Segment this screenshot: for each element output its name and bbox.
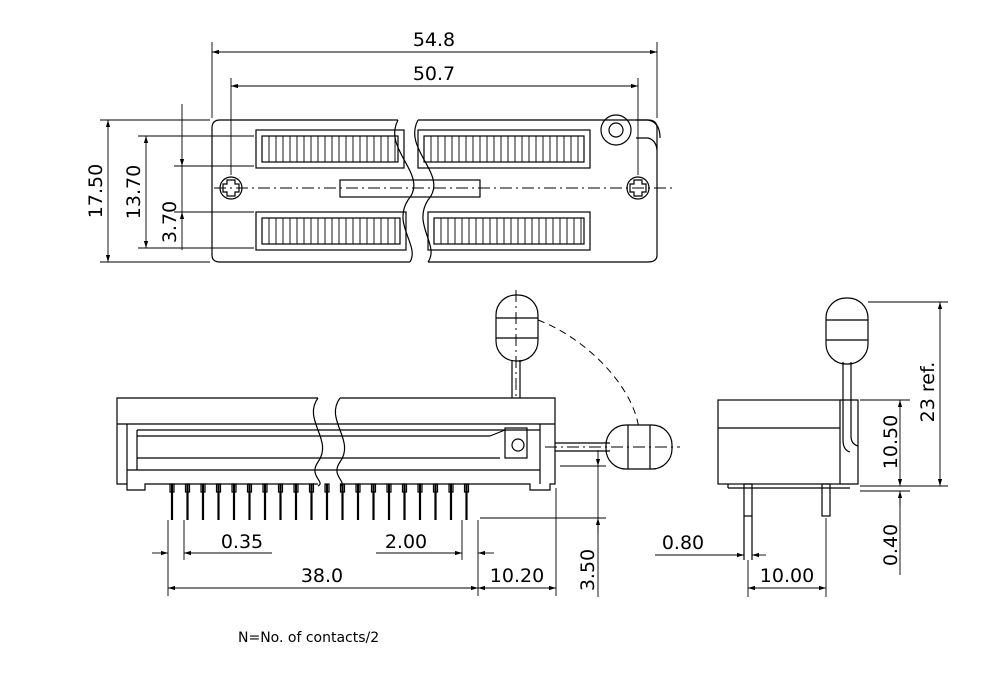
dim-row-inner: 3.70 <box>159 201 181 243</box>
contact-row-bottom <box>255 211 591 251</box>
screw-icon-right <box>626 176 650 200</box>
dim-lead-height: 3.50 <box>577 549 599 591</box>
dim-hole-spacing: 50.7 <box>413 63 455 85</box>
dim-lever-height: 23 ref. <box>917 362 939 423</box>
top-view: 54.8 50.7 17.50 13.70 3.70 <box>85 29 676 263</box>
dim-end-offset: 10.20 <box>490 565 544 587</box>
side-view: 23 ref. 10.50 0.40 0.80 10.00 <box>655 297 948 597</box>
lever-knob-up <box>495 294 539 362</box>
dim-overall-width: 17.50 <box>85 164 107 218</box>
dim-row-outer: 13.70 <box>123 165 145 219</box>
front-view: 3.50 0.35 2.00 38.0 10.20 <box>116 290 680 597</box>
lever-knob-circle <box>600 114 632 146</box>
screw-icon-left <box>219 176 243 200</box>
dim-body-height: 10.50 <box>880 415 902 469</box>
lead-row <box>169 483 470 520</box>
dim-row-spacing: 10.00 <box>760 565 814 587</box>
contact-row-top <box>255 129 591 169</box>
dim-row-length: 38.0 <box>301 565 343 587</box>
dim-lead-thickness: 0.80 <box>662 532 704 554</box>
contacts-note: N=No. of contacts/2 <box>238 630 379 646</box>
lever-knob-side-view <box>825 297 869 365</box>
dim-pitch: 2.00 <box>385 531 427 553</box>
dim-standoff: 0.40 <box>880 524 902 566</box>
dim-lead-width: 0.35 <box>221 531 263 553</box>
dim-overall-length: 54.8 <box>413 29 455 51</box>
